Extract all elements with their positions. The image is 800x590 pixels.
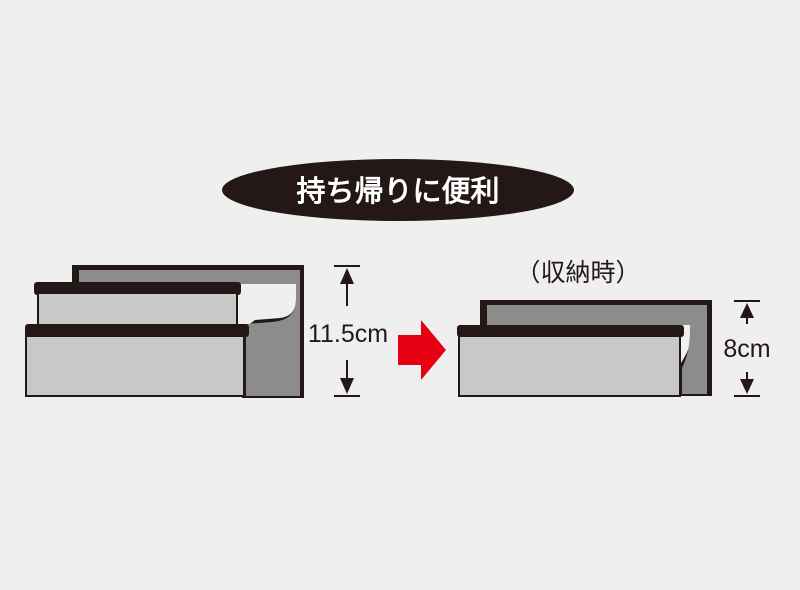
dimension-arrowhead-down-icon xyxy=(340,378,354,394)
stored-outer-case-band xyxy=(487,305,691,325)
dimension-arrowhead-down-icon-after xyxy=(740,379,754,394)
title-pill: 持ち帰りに便利 xyxy=(222,159,574,221)
lower-container-body xyxy=(25,335,245,397)
title-pill-background xyxy=(222,159,574,221)
dimension-arrowhead-up-icon-after xyxy=(740,303,754,318)
red-arrow-shape xyxy=(398,320,446,380)
lower-container-lid xyxy=(25,324,249,337)
height-dimension-after: 8cm xyxy=(723,300,771,397)
stored-label: （収納時） xyxy=(515,258,640,287)
height-before-label: 11.5cm xyxy=(308,320,388,348)
title-text: 持ち帰りに便利 xyxy=(296,174,499,208)
height-after-label: 8cm xyxy=(723,335,770,363)
upper-container-body xyxy=(37,292,238,326)
stored-outer-case-face xyxy=(487,305,707,394)
dimension-arrowhead-up-icon xyxy=(340,268,354,284)
outer-case-top-band xyxy=(79,270,297,284)
stacked-containers xyxy=(25,265,304,398)
stored-container-body xyxy=(458,335,681,397)
stored-container-lid xyxy=(457,325,684,337)
stored-containers xyxy=(457,300,712,397)
height-dimension-before: 11.5cm xyxy=(308,265,388,397)
transition-arrow-icon xyxy=(398,320,446,380)
upper-container-lid xyxy=(34,282,241,295)
outer-case-face xyxy=(79,270,300,396)
